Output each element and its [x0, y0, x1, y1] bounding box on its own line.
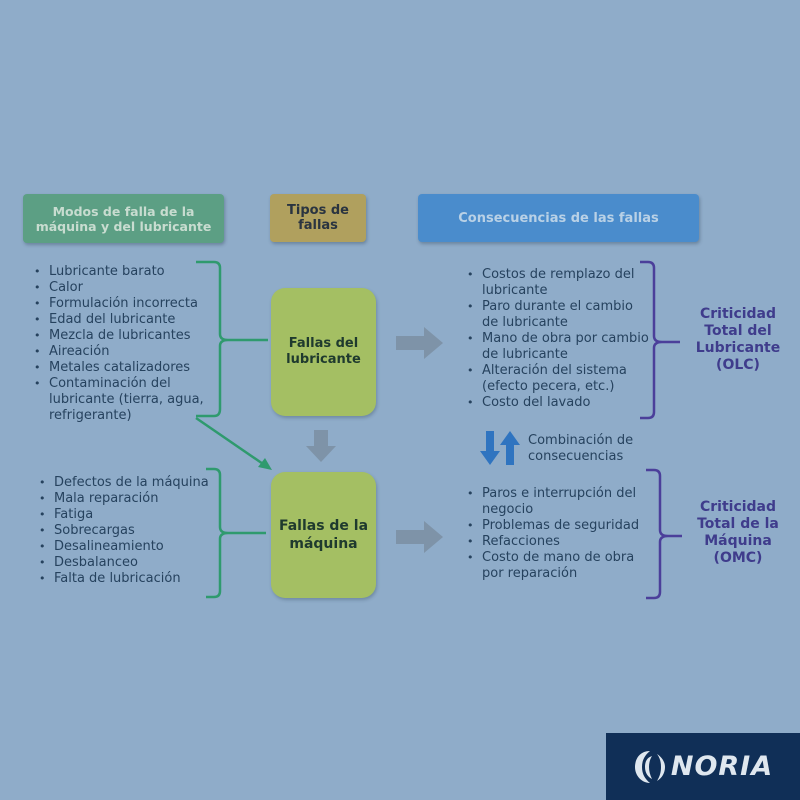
noria-logo: NORIA: [606, 733, 800, 800]
list-item: Sobrecargas: [38, 523, 223, 539]
list-item: Refacciones: [466, 534, 651, 550]
list-item: Costo de mano de obra por reparación: [466, 550, 651, 582]
header-failure-modes: Modos de falla de la máquina y del lubri…: [23, 194, 224, 243]
list-item: Costo del lavado: [466, 395, 651, 411]
list-item: Edad del lubricante: [33, 312, 218, 328]
arrowhead-contamination: [258, 458, 272, 470]
list-item: Falta de lubricación: [38, 571, 223, 587]
bracket-machine-consequences: [646, 468, 682, 600]
lubricant-failures-box: Fallas del lubricante: [271, 288, 376, 416]
arrow-lubricant-to-machine: [306, 430, 336, 462]
list-item: Mano de obra por cambio de lubricante: [466, 331, 651, 363]
list-item: Lubricante barato: [33, 264, 218, 280]
list-item: Desalineamiento: [38, 539, 223, 555]
list-item: Aireación: [33, 344, 218, 360]
combination-label: Combinación de consecuencias: [528, 433, 634, 464]
list-item: Fatiga: [38, 507, 223, 523]
machine-failures-label: Fallas de la máquina: [278, 518, 369, 552]
noria-swirl-icon: [634, 750, 665, 783]
list-item: Calor: [33, 280, 218, 296]
list-item: Contaminación del lubricante (tierra, ag…: [33, 376, 218, 424]
machine-failures-box: Fallas de la máquina: [271, 472, 376, 598]
criticality-omc: Criticidad Total de la Máquina (OMC): [697, 499, 779, 566]
list-item: Costos de remplazo del lubricante: [466, 267, 651, 299]
machine-causes-list: Defectos de la máquina Mala reparación F…: [38, 475, 223, 587]
arrow-contamination-to-machine: [195, 416, 267, 468]
list-item: Metales catalizadores: [33, 360, 218, 376]
list-item: Formulación incorrecta: [33, 296, 218, 312]
list-item: Alteración del sistema (efecto pecera, e…: [466, 363, 651, 395]
lubricant-causes-list: Lubricante barato Calor Formulación inco…: [33, 264, 218, 424]
arrow-lubricant-to-consequences: [396, 327, 443, 359]
list-item: Mezcla de lubricantes: [33, 328, 218, 344]
list-item: Problemas de seguridad: [466, 518, 651, 534]
list-item: Paros e interrupción del negocio: [466, 486, 651, 518]
header-consequences: Consecuencias de las fallas: [418, 194, 699, 242]
arrow-down-icon: [480, 431, 500, 465]
list-item: Defectos de la máquina: [38, 475, 223, 491]
lubricant-failures-label: Fallas del lubricante: [286, 336, 361, 367]
arrow-machine-to-consequences: [396, 521, 443, 553]
bracket-lubricant-consequences: [640, 260, 680, 420]
arrow-up-icon: [500, 431, 520, 465]
header-failure-types: Tipos de fallas: [270, 194, 366, 242]
list-item: Mala reparación: [38, 491, 223, 507]
list-item: Desbalanceo: [38, 555, 223, 571]
machine-consequences-list: Paros e interrupción del negocio Problem…: [466, 486, 651, 582]
logo-wordmark: NORIA: [670, 751, 774, 782]
criticality-olc: Criticidad Total del Lubricante (OLC): [695, 306, 781, 373]
list-item: Paro durante el cambio de lubricante: [466, 299, 651, 331]
lubricant-consequences-list: Costos de remplazo del lubricante Paro d…: [466, 267, 651, 411]
